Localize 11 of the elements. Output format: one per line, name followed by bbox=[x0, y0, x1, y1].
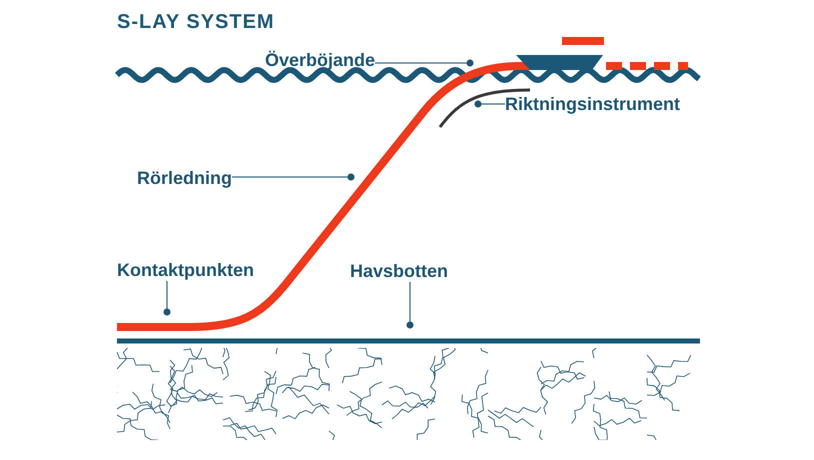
title: S-LAY SYSTEM bbox=[117, 11, 275, 34]
callout-label: Riktningsinstrument bbox=[505, 93, 680, 115]
callout-label: Rörledning bbox=[137, 167, 232, 189]
leader-line bbox=[164, 280, 170, 316]
leader-line bbox=[374, 60, 474, 66]
callout-label: Kontaktpunkten bbox=[117, 259, 254, 281]
leader-line bbox=[406, 282, 414, 328]
leader-line bbox=[232, 174, 354, 180]
leader-line bbox=[474, 100, 506, 108]
callout-label: Havsbotten bbox=[350, 260, 448, 282]
callout-label: Överböjande bbox=[265, 49, 376, 71]
